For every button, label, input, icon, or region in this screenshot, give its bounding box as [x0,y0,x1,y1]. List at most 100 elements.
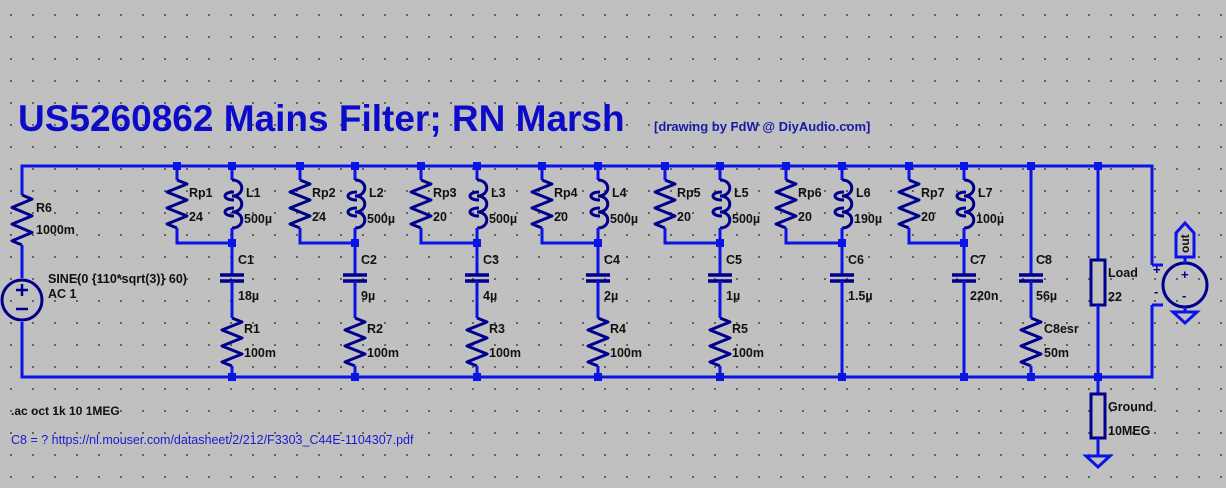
resistor-rp4 [530,178,554,230]
net-label-out: out [1178,234,1192,253]
label-l6-value: 190µ [854,212,883,226]
resistor-zigzag [220,316,244,368]
capacitor-c7 [952,273,976,283]
inductor-l7 [955,178,976,230]
resistor-zigzag [10,193,34,247]
inductor-l2 [346,178,367,230]
inductor-coil [354,178,367,230]
junction-node [838,373,846,381]
label-l2-value: 500µ [367,212,396,226]
wire [419,228,477,245]
resistor-zigzag [165,178,189,230]
resistor-r1 [220,316,244,368]
label-c6-name: C6 [848,253,864,267]
label-rp1-name: Rp1 [189,186,213,200]
minus-mark: - [1182,288,1186,303]
capacitor-c3 [465,273,489,283]
label-r6-value: 1000m [36,223,75,237]
inductor-loop [223,206,235,218]
inductor-loop [955,206,967,218]
resistor-zigzag [708,316,732,368]
label-l6-name: L6 [856,186,871,200]
label-rp6-value: 20 [798,210,812,224]
label-rp4-name: Rp4 [554,186,578,200]
schematic-title: US5260862 Mains Filter; RN Marsh [18,98,625,139]
label-rp6-name: Rp6 [798,186,822,200]
label-c6-value: 1.5µ [848,289,873,303]
spice-directive[interactable]: .ac oct 1k 10 1MEG [11,404,120,418]
junction-node [716,373,724,381]
resistor-r4 [586,316,610,368]
inductor-loop [468,206,480,218]
ground-symbol [1169,310,1201,326]
label-c7-name: C7 [970,253,986,267]
label-load-value: 22 [1108,290,1122,304]
label-rp2-name: Rp2 [312,186,336,200]
label-c2-value: 9µ [361,289,376,303]
minus-mark: - [1154,284,1158,299]
inductor-loop [346,206,358,218]
inductor-coil [963,178,976,230]
inductor-coil [719,178,732,230]
label-r1-value: 100m [244,346,276,360]
label-r6-name: R6 [36,201,52,215]
inductor-loop [711,206,723,218]
resistor-zigzag [288,178,312,230]
resistor-zigzag [774,178,798,230]
resistor-r2 [343,316,367,368]
inductor-loop [589,206,601,218]
label-rp5-value: 20 [677,210,691,224]
capacitor-c1 [220,273,244,283]
resistor-rp2 [288,178,312,230]
label-rp7-value: 20 [921,210,935,224]
net-label-flag [1174,220,1196,259]
label-l5-name: L5 [734,186,749,200]
label-r5-value: 100m [732,346,764,360]
label-source-function: SINE(0 {110*sqrt(3)} 60) [48,272,187,286]
label-r2-name: R2 [367,322,383,336]
wire [540,228,598,245]
resistor-r6 [10,193,34,247]
ground-symbol [1082,454,1114,470]
label-l4-name: L4 [612,186,627,200]
junction-node [228,373,236,381]
wire [907,228,964,245]
inductor-loop [955,190,967,202]
resistor-zigzag [530,178,554,230]
label-load-name: Load [1108,266,1138,280]
capacitor-c2 [343,273,367,283]
wire [784,228,842,245]
label-c3-name: C3 [483,253,499,267]
label-rp3-value: 20 [433,210,447,224]
inductor-coil [597,178,610,230]
label-rp5-name: Rp5 [677,186,701,200]
label-l4-value: 500µ [610,212,639,226]
resistor-rp3 [409,178,433,230]
label-c1-value: 18µ [238,289,260,303]
label-l7-value: 100µ [976,212,1005,226]
label-c5-value: 1µ [726,289,741,303]
resistor-load [1089,258,1107,307]
wire [298,228,355,245]
plus-mark: + [1181,267,1189,282]
resistor-c8esr [1019,316,1043,368]
label-c1-name: C1 [238,253,254,267]
label-ground-value: 10MEG [1108,424,1151,438]
resistor-zigzag [465,316,489,368]
resistor-r5 [708,316,732,368]
inductor-l4 [589,178,610,230]
resistor-rp7 [897,178,921,230]
label-r4-name: R4 [610,322,626,336]
c8-comment[interactable]: C8 = ? https://nl.mouser.com/datasheet/2… [11,433,414,447]
wire [663,228,720,245]
label-c3-value: 4µ [483,289,498,303]
label-r4-value: 100m [610,346,642,360]
inductor-loop [711,190,723,202]
resistor-zigzag [343,316,367,368]
capacitor-c4 [586,273,610,283]
label-rp3-name: Rp3 [433,186,457,200]
resistor-rp6 [774,178,798,230]
bottom-rail [20,305,1154,379]
voltage-source-v1 [0,278,44,322]
